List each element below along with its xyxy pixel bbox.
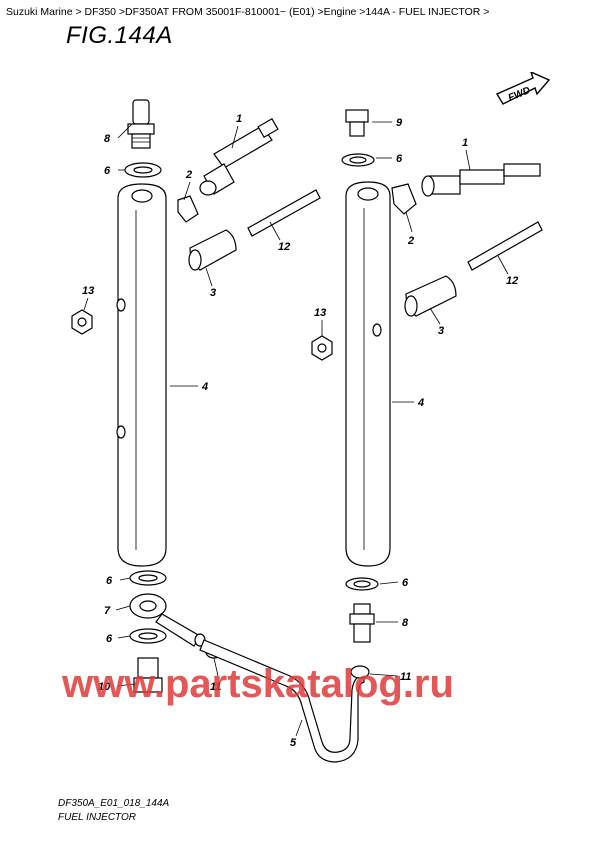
right-washer-top[interactable] — [341, 153, 375, 167]
callout-left-7[interactable]: 7 — [104, 605, 111, 617]
left-nut[interactable] — [71, 309, 93, 335]
right-plug-bolt[interactable] — [345, 109, 369, 137]
callout-right-8[interactable]: 8 — [402, 617, 409, 629]
callout-left-6-low[interactable]: 6 — [106, 633, 113, 645]
left-clip[interactable] — [177, 195, 199, 223]
callout-right-12[interactable]: 12 — [506, 275, 518, 287]
banjo-fitting[interactable] — [129, 593, 206, 647]
banjo-bolt[interactable] — [133, 657, 163, 693]
drawing-code: DF350A_E01_018_144A — [58, 798, 170, 809]
left-washer-low[interactable] — [129, 628, 167, 644]
right-hose-clamp[interactable] — [350, 665, 370, 679]
callout-left-6-top[interactable]: 6 — [104, 165, 111, 177]
callout-left-6-mid[interactable]: 6 — [106, 575, 113, 587]
callout-right-9[interactable]: 9 — [396, 117, 403, 129]
watermark: www.partskatalog.ru — [62, 662, 454, 706]
left-washer-top[interactable] — [124, 162, 162, 178]
callout-right-6-top[interactable]: 6 — [396, 153, 403, 165]
callout-right-1[interactable]: 1 — [462, 137, 468, 149]
right-nut[interactable] — [311, 335, 333, 361]
left-fuel-rail[interactable] — [116, 183, 167, 567]
callout-left-13[interactable]: 13 — [82, 285, 94, 297]
figure-caption: FUEL INJECTOR — [58, 812, 136, 823]
callout-left-8[interactable]: 8 — [104, 133, 111, 145]
right-washer-low[interactable] — [345, 577, 379, 591]
callout-left-12[interactable]: 12 — [278, 241, 290, 253]
callout-right-11[interactable]: 11 — [400, 671, 411, 683]
callout-right-13[interactable]: 13 — [314, 307, 326, 319]
fwd-arrow-icon: FWD — [495, 72, 551, 105]
left-fuel-injector[interactable] — [199, 117, 279, 196]
leader-lines — [83, 121, 509, 737]
callout-left-4[interactable]: 4 — [201, 381, 208, 393]
left-stud[interactable] — [247, 189, 321, 237]
figure-title: FIG.144A — [66, 22, 173, 49]
left-insulator[interactable] — [188, 229, 237, 271]
callout-left-1[interactable]: 1 — [236, 113, 242, 125]
breadcrumb[interactable]: Suzuki Marine > DF350 >DF350AT FROM 3500… — [6, 6, 490, 18]
callout-right-3[interactable]: 3 — [438, 325, 444, 337]
callout-left-10[interactable]: 10 — [98, 681, 111, 693]
callout-left-11[interactable]: 11 — [210, 681, 221, 693]
callout-left-3[interactable]: 3 — [210, 287, 216, 299]
callout-left-2[interactable]: 2 — [185, 169, 192, 181]
right-insulator[interactable] — [404, 275, 457, 317]
left-washer-mid[interactable] — [129, 570, 167, 586]
right-stud[interactable] — [467, 221, 543, 271]
left-fitting-bolt[interactable] — [127, 99, 155, 149]
callout-pipe-5[interactable]: 5 — [290, 737, 297, 749]
right-clip[interactable] — [391, 183, 417, 215]
callout-right-6-low[interactable]: 6 — [402, 577, 409, 589]
callout-right-2[interactable]: 2 — [407, 235, 414, 247]
fuel-pipe[interactable] — [199, 639, 365, 763]
callout-right-4[interactable]: 4 — [417, 397, 424, 409]
right-fuel-injector[interactable] — [421, 163, 541, 197]
right-fuel-rail[interactable] — [345, 181, 391, 567]
right-fitting-bolt[interactable] — [349, 603, 375, 643]
